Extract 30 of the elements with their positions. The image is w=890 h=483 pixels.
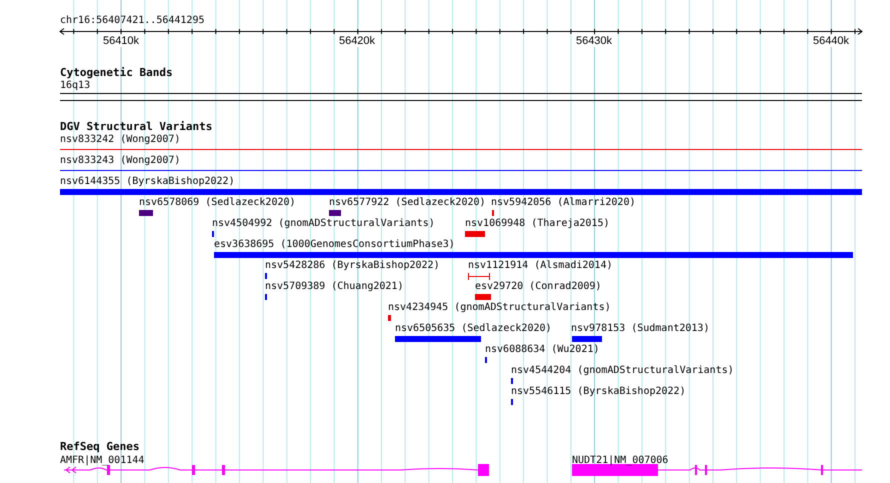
track-label: nsv5942056 (Almarri2020) <box>491 197 636 209</box>
track-heading: Cytogenetic Bands <box>60 67 173 79</box>
track-label: nsv4234945 (gnomADStructuralVariants) <box>388 302 611 314</box>
track-label: AMFR|NM_001144 <box>60 455 144 467</box>
track-label: nsv4544204 (gnomADStructuralVariants) <box>511 365 734 377</box>
track-label: nsv833242 (Wong2007) <box>60 134 180 146</box>
track-label: nsv6578069 (Sedlazeck2020) <box>139 197 296 209</box>
axis-tick-label: 56440k <box>812 35 850 47</box>
track-label: nsv6505635 (Sedlazeck2020) <box>395 323 552 335</box>
track-label: esv29720 (Conrad2009) <box>475 281 602 293</box>
track-label: nsv6144355 (ByrskaBishop2022) <box>60 176 235 188</box>
track-label: esv3638695 (1000GenomesConsortiumPhase3) <box>214 239 455 251</box>
track-label: nsv5546115 (ByrskaBishop2022) <box>511 386 686 398</box>
track-label: NUDT21|NM_007006 <box>572 455 668 467</box>
track-label: nsv978153 (Sudmant2013) <box>571 323 710 335</box>
track-label: nsv5428286 (ByrskaBishop2022) <box>265 260 440 272</box>
track-label: nsv1069948 (Thareja2015) <box>465 218 610 230</box>
track-label: nsv4504992 (gnomADStructuralVariants) <box>212 218 435 230</box>
axis-tick-label: 56410k <box>102 35 140 47</box>
track-label: nsv833243 (Wong2007) <box>60 155 180 167</box>
track-label: nsv6088634 (Wu2021) <box>485 344 600 356</box>
track-label: 16q13 <box>60 80 90 92</box>
track-label: nsv1121914 (Alsmadi2014) <box>468 260 612 272</box>
axis-tick-label: 56420k <box>338 35 376 47</box>
track-heading: DGV Structural Variants <box>60 121 212 133</box>
track-label: nsv5709389 (Chuang2021) <box>265 281 404 293</box>
axis-tick-label: 56430k <box>574 35 614 47</box>
track-label: nsv6577922 (Sedlazeck2020) <box>329 197 486 209</box>
track-heading: RefSeq Genes <box>60 441 140 453</box>
track-label: chr16:56407421..56441295 <box>60 15 204 27</box>
